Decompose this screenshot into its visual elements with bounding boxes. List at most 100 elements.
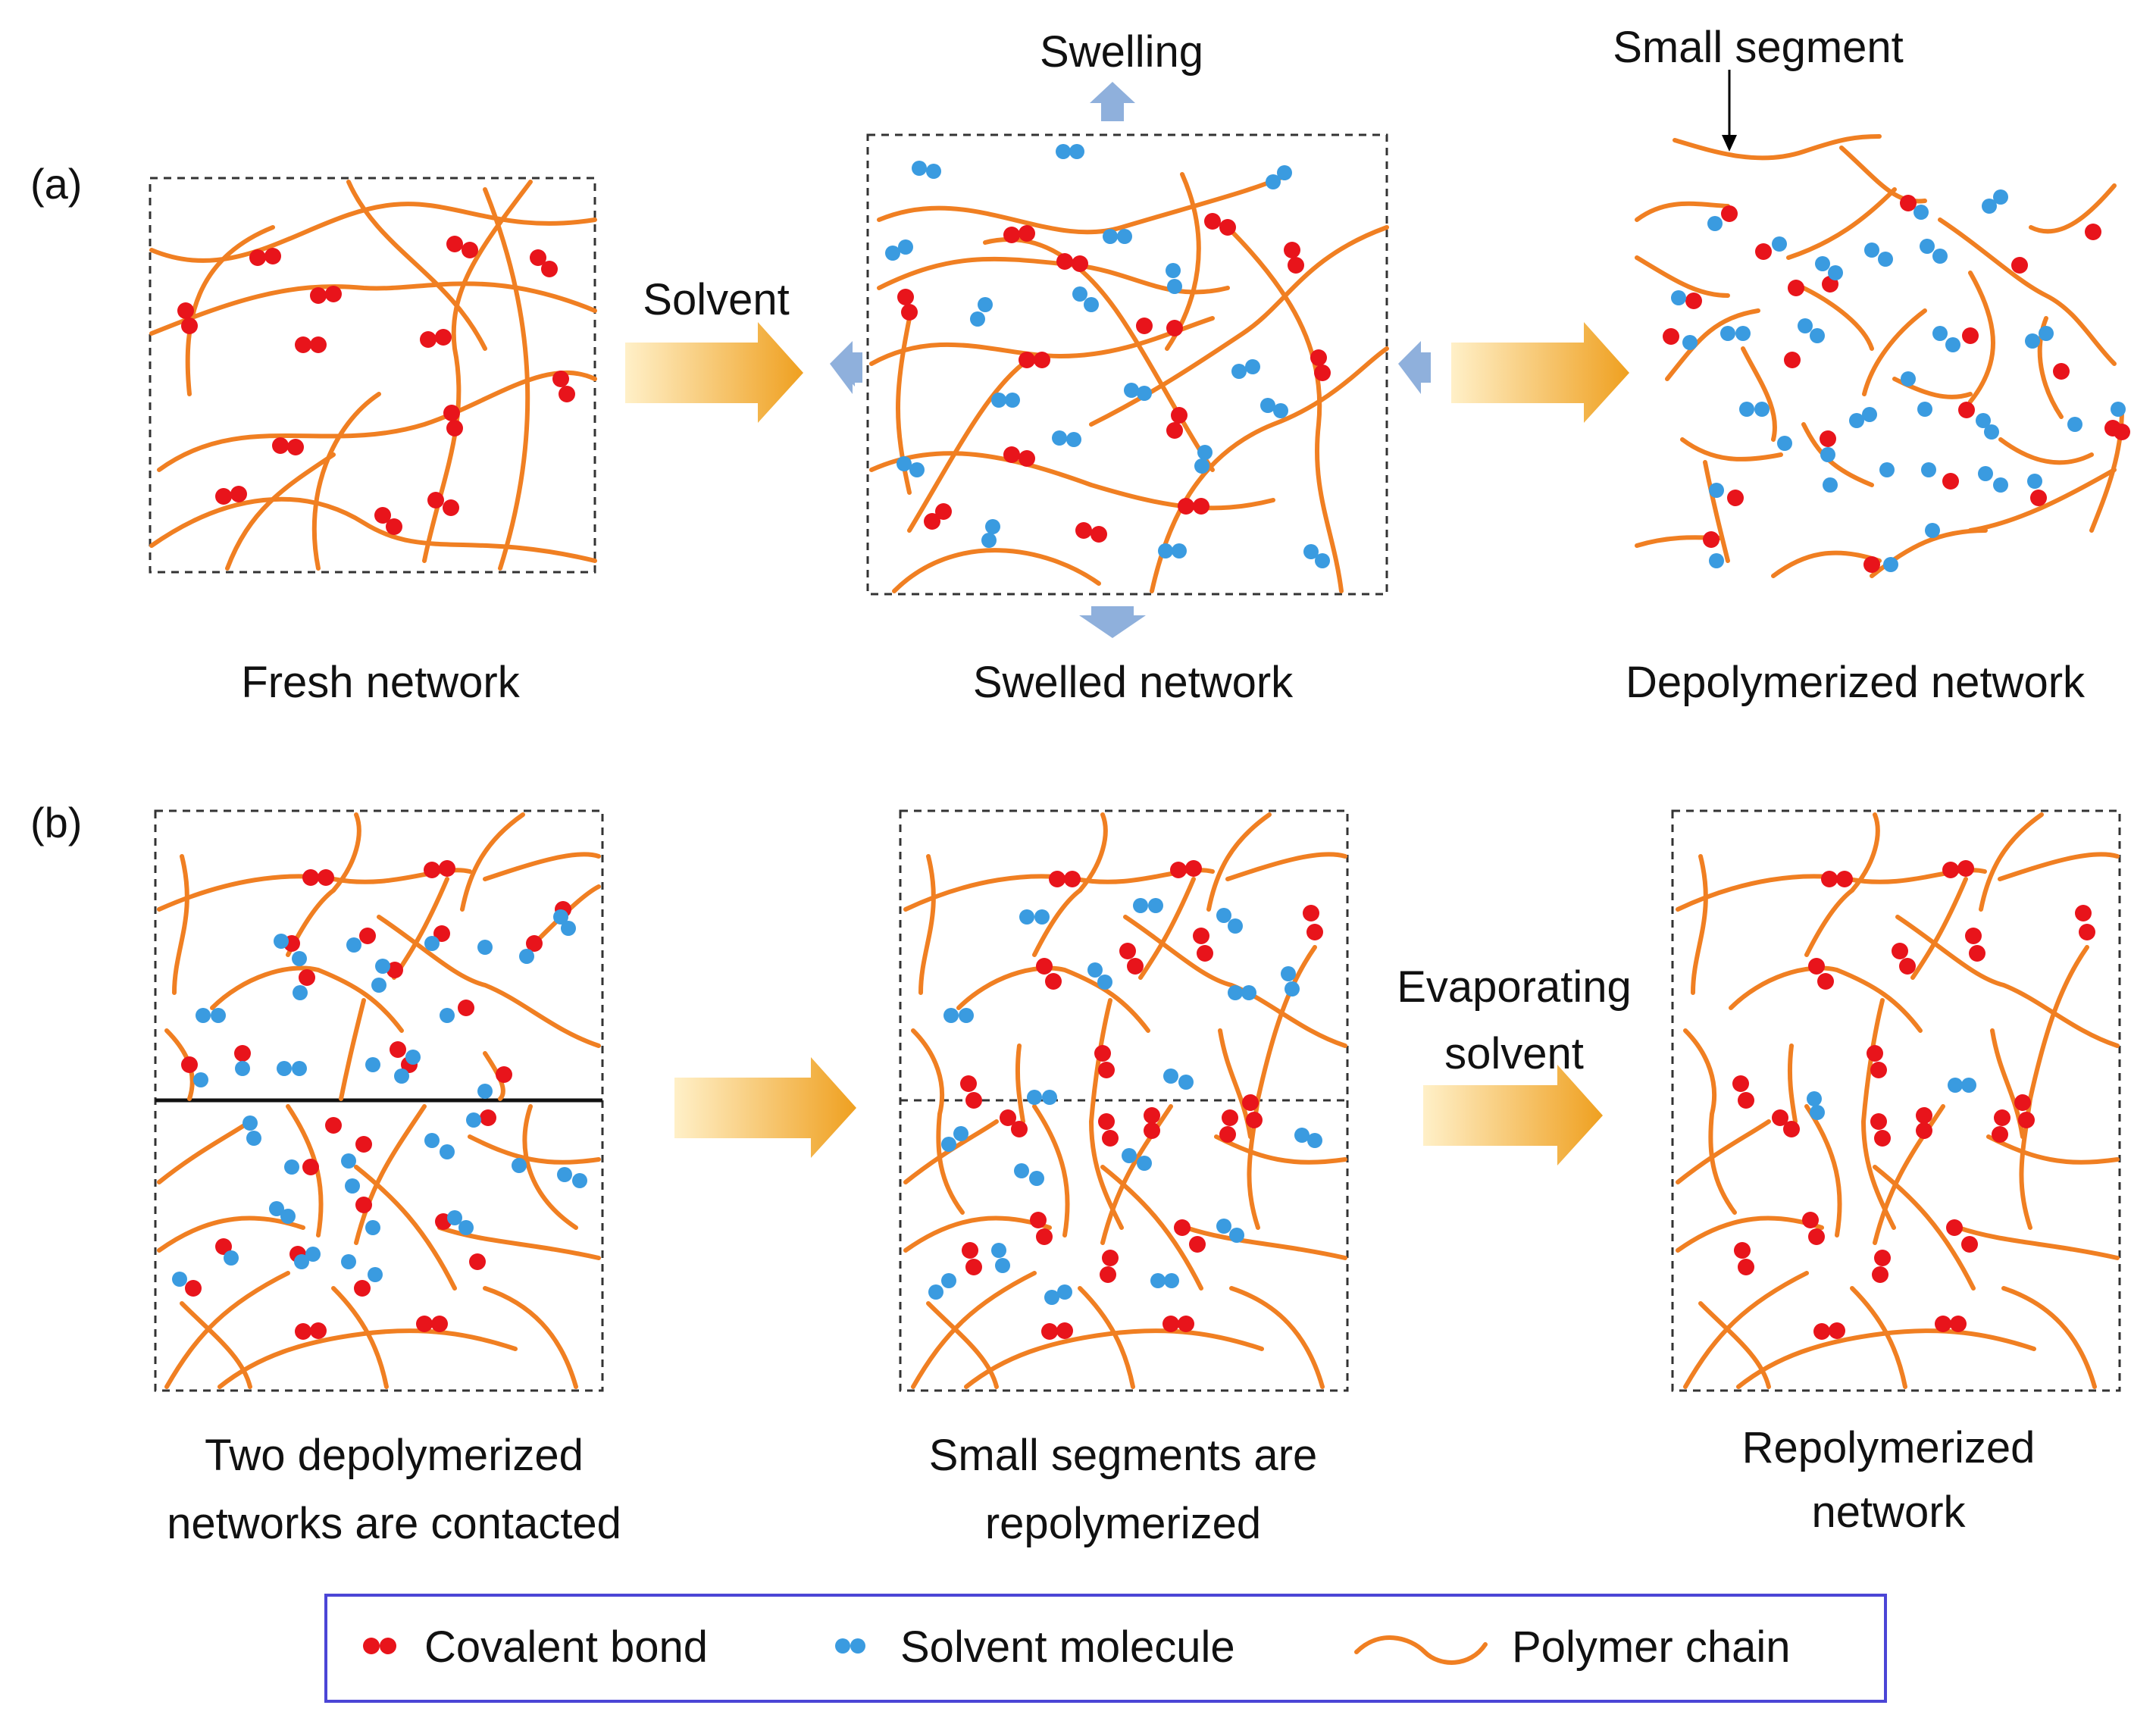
solvent-molecule-atom (1828, 265, 1843, 280)
small-segment-pointer (1722, 70, 1737, 152)
polymer-chain (911, 1271, 1037, 1389)
covalent-bond-atom (1222, 1109, 1238, 1126)
solvent-molecule-atom (1709, 553, 1724, 568)
covalent-bond-atom (318, 869, 334, 886)
swelled-network-solvent (885, 144, 1330, 568)
solvent-molecule-atom (1961, 1078, 1976, 1093)
covalent-bond-atom (1306, 924, 1323, 940)
solvent-molecule-atom (1709, 483, 1724, 498)
fresh-network-bonds (177, 236, 575, 535)
swelled-network-bonds (897, 213, 1331, 543)
solvent-molecule-atom (292, 951, 307, 966)
solvent-molecule-atom (1993, 477, 2008, 493)
covalent-bond-atom (1900, 195, 1917, 211)
solvent-molecule-atom (850, 1638, 865, 1654)
repolymerizing-network-bonds (960, 860, 1323, 1340)
covalent-bond-atom (480, 1109, 496, 1126)
covalent-bond-atom (1942, 862, 1959, 878)
solvent-molecule-atom (1019, 909, 1034, 925)
solvent-molecule-atom (1735, 326, 1751, 341)
polymer-chain (1804, 812, 1880, 957)
covalent-bond-atom (1892, 943, 1908, 959)
solvent-molecule-atom (1014, 1163, 1029, 1178)
polymer-chain (1673, 134, 1882, 161)
polymer-chain (1635, 201, 1730, 222)
solvent-molecule-atom (995, 1258, 1010, 1273)
covalent-bond-atom (1030, 1212, 1047, 1228)
solvent-molecule-atom (1921, 462, 1936, 477)
legend-polymer-chain-label: Polymer chain (1512, 1622, 1790, 1672)
contacted-networks-solvent (172, 909, 587, 1287)
evaporating-label-line1: Evaporating (1397, 962, 1632, 1012)
covalent-bond-atom (1219, 1126, 1236, 1143)
solvent-molecule-atom (394, 1069, 409, 1084)
solvent-molecule-atom (897, 456, 912, 471)
solvent-molecule-atom (1229, 1228, 1244, 1243)
covalent-bond-atom (1783, 1121, 1800, 1137)
solvent-molecule-atom (1945, 337, 1960, 352)
covalent-bond-atom (1808, 1228, 1825, 1245)
polymer-chain (892, 548, 1101, 593)
solvent-molecule-atom (341, 1254, 356, 1269)
polymer-chain (1680, 437, 1783, 462)
solvent-molecule-atom (1087, 962, 1103, 978)
solvent-molecule-atom (1772, 236, 1787, 252)
covalent-bond-atom (552, 371, 569, 387)
solvent-molecule-atom (1285, 981, 1300, 997)
solvent-molecule-atom (1266, 174, 1281, 189)
covalent-bond-atom (1946, 1219, 1963, 1236)
covalent-bond-atom (177, 302, 194, 319)
covalent-bond-atom (1219, 219, 1236, 236)
polymer-chain (346, 180, 487, 351)
panel-a-tag: (a) (30, 160, 82, 208)
solvent-molecule-atom (835, 1638, 850, 1654)
covalent-bond-atom (443, 405, 460, 421)
covalent-bond-atom (2018, 1112, 2035, 1128)
covalent-bond-icon (363, 1638, 396, 1654)
covalent-bond-atom (302, 869, 319, 886)
solvent-molecule-atom (1815, 256, 1830, 271)
solvent-molecule-atom (193, 1072, 208, 1087)
small-segment-pointer-head (1722, 135, 1737, 152)
polymer-chain (1729, 965, 1923, 1033)
covalent-bond-atom (1003, 227, 1020, 243)
solvent-molecule-atom (1993, 189, 2008, 205)
covalent-bond-atom (295, 1323, 311, 1340)
polymer-chain (1703, 460, 1730, 563)
solvent-molecule-atom (1044, 1290, 1059, 1305)
solvent-molecule-atom (246, 1131, 261, 1146)
solvent-molecule-atom (1982, 199, 1997, 214)
covalent-bond-atom (1041, 1323, 1058, 1340)
solvent-molecule-atom (1984, 424, 1999, 440)
solvent-molecule-atom (1307, 1133, 1322, 1148)
polymer-chain (311, 392, 381, 571)
polymer-chain (1968, 271, 1995, 404)
solvent-molecule-atom (572, 1173, 587, 1188)
solvent-molecule-atom (277, 1061, 292, 1076)
covalent-bond-atom (1178, 498, 1194, 515)
covalent-bond-atom (2011, 257, 2028, 274)
covalent-bond-atom (355, 1197, 372, 1213)
swelling-right-arrow (1398, 341, 1431, 394)
evaporating-arrow: Evaporating solvent (1397, 962, 1632, 1165)
covalent-bond-atom (1813, 1323, 1830, 1340)
solvent-molecule-atom (926, 164, 941, 179)
fresh-network: Fresh network (149, 177, 597, 707)
solvent-molecule-atom (1097, 975, 1112, 990)
covalent-bond-atom (1732, 1075, 1749, 1092)
solvent-molecule-atom (424, 936, 440, 951)
solvent-molecule-atom (1978, 466, 1993, 481)
covalent-bond-atom (433, 925, 450, 942)
polymer-chain (903, 1119, 999, 1184)
covalent-bond-atom (1193, 928, 1209, 944)
covalent-bond-atom (1738, 1092, 1754, 1109)
solvent-molecule-atom (1739, 402, 1754, 417)
polymer-chain (1225, 225, 1344, 593)
covalent-bond-atom (443, 499, 459, 516)
solvent-molecule-atom (269, 1201, 284, 1216)
covalent-bond-atom (310, 1322, 327, 1339)
covalent-bond-atom (1136, 318, 1153, 334)
swelling-left-arrow (830, 341, 862, 394)
solvent-molecule-atom (561, 921, 576, 936)
solvent-molecule-atom (1197, 445, 1213, 460)
